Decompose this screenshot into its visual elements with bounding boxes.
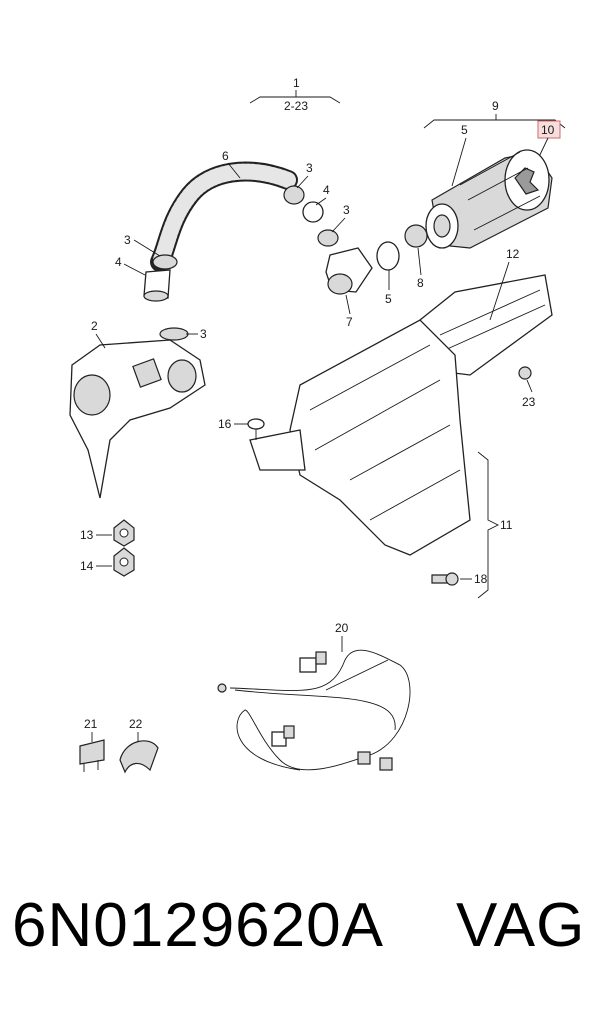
callout-9: 9 bbox=[492, 99, 499, 113]
housing-2-label bbox=[132, 358, 162, 388]
callout-8: 8 bbox=[417, 276, 424, 290]
heater-unit bbox=[425, 149, 553, 249]
clamp-3-lower bbox=[159, 327, 189, 341]
leader-6 bbox=[227, 162, 241, 179]
leader-2 bbox=[95, 333, 106, 349]
bracket-11 bbox=[289, 319, 471, 556]
nut-14 bbox=[113, 547, 135, 577]
upper-fittings bbox=[283, 185, 428, 295]
connector-20-a bbox=[299, 657, 317, 673]
screw-23 bbox=[518, 366, 533, 393]
callout-16: 16 bbox=[218, 417, 232, 431]
leader-3-a bbox=[296, 175, 309, 189]
exploded-parts-diagram: 1 2-23 9 10 5 6 3 bbox=[69, 76, 566, 774]
callout-10-highlight[interactable] bbox=[537, 120, 561, 139]
heater-front-port bbox=[433, 214, 451, 238]
corrugated-hose bbox=[150, 161, 298, 272]
callout-3-b: 3 bbox=[343, 203, 350, 217]
callout-14: 14 bbox=[80, 559, 94, 573]
callout-3-a: 3 bbox=[306, 161, 313, 175]
fuse-21 bbox=[79, 739, 105, 772]
leader-3-c bbox=[133, 239, 161, 257]
callout-group-1: 1 2-23 bbox=[249, 76, 341, 113]
callout-3-d: 3 bbox=[200, 327, 207, 341]
callout-21: 21 bbox=[84, 717, 98, 731]
callout-6: 6 bbox=[222, 149, 229, 163]
bracket-11-tab bbox=[249, 429, 306, 471]
brand-label: VAG bbox=[456, 891, 586, 960]
callout-1-ref: 2-23 bbox=[284, 99, 308, 113]
connector-20-f bbox=[379, 757, 393, 771]
callout-23: 23 bbox=[522, 395, 536, 409]
clamp-8 bbox=[404, 224, 428, 248]
connector-20-b bbox=[315, 651, 327, 665]
heater-ribs bbox=[459, 151, 541, 231]
bracket-1 bbox=[249, 90, 341, 104]
bracket-11-group bbox=[477, 451, 500, 599]
callout-18: 18 bbox=[474, 572, 488, 586]
connector-20-c bbox=[271, 731, 287, 747]
callout-7: 7 bbox=[346, 315, 353, 329]
leader-4-a bbox=[315, 197, 327, 206]
heat-shield-folds bbox=[439, 289, 546, 351]
housing-2-port-right bbox=[167, 359, 197, 393]
harness-terminal bbox=[217, 683, 227, 693]
callout-20: 20 bbox=[335, 621, 349, 635]
callout-5-top: 5 bbox=[461, 123, 468, 137]
coupler-5-lower bbox=[376, 241, 400, 271]
leader-5-top bbox=[451, 137, 467, 187]
left-fittings bbox=[143, 254, 178, 302]
callout-3-c: 3 bbox=[124, 233, 131, 247]
wiring-harness bbox=[217, 649, 411, 771]
clip-22 bbox=[119, 740, 159, 774]
connector-20-d bbox=[283, 725, 295, 739]
callout-13: 13 bbox=[80, 528, 94, 542]
callout-1: 1 bbox=[293, 76, 300, 90]
part-number: 6N0129620A bbox=[12, 891, 384, 960]
leader-4-b bbox=[123, 263, 146, 276]
mounting-bracket bbox=[249, 319, 471, 556]
connector-20-e bbox=[357, 751, 371, 765]
elbow-7-outlet bbox=[327, 273, 353, 295]
callout-4-b: 4 bbox=[115, 255, 122, 269]
grommet-16 bbox=[247, 418, 265, 440]
callout-11: 11 bbox=[500, 518, 513, 532]
leader-3-b bbox=[331, 217, 346, 233]
coupler-4-left-end bbox=[143, 290, 169, 302]
callout-5-b: 5 bbox=[385, 292, 392, 306]
footer-caption: 6N0129620A VAG bbox=[0, 890, 600, 990]
nut-13 bbox=[113, 519, 135, 547]
bolt-18 bbox=[431, 572, 459, 586]
leader-7 bbox=[345, 294, 351, 315]
callout-4-a: 4 bbox=[323, 183, 330, 197]
callout-12: 12 bbox=[506, 247, 520, 261]
callout-22: 22 bbox=[129, 717, 143, 731]
leader-8 bbox=[417, 247, 422, 276]
housing-2-port-left bbox=[73, 374, 111, 416]
clamp-3-mid bbox=[317, 229, 339, 247]
bracket-11-edges bbox=[309, 344, 461, 521]
clamp-3-left bbox=[152, 254, 178, 270]
callout-10: 10 bbox=[541, 123, 555, 137]
housing-bracket bbox=[69, 327, 206, 499]
callout-2: 2 bbox=[91, 319, 98, 333]
coupler-4-upper bbox=[302, 201, 324, 223]
leader-12 bbox=[489, 261, 510, 321]
heater-rear-symbol bbox=[514, 167, 540, 195]
clamp-3-upper bbox=[283, 185, 305, 205]
